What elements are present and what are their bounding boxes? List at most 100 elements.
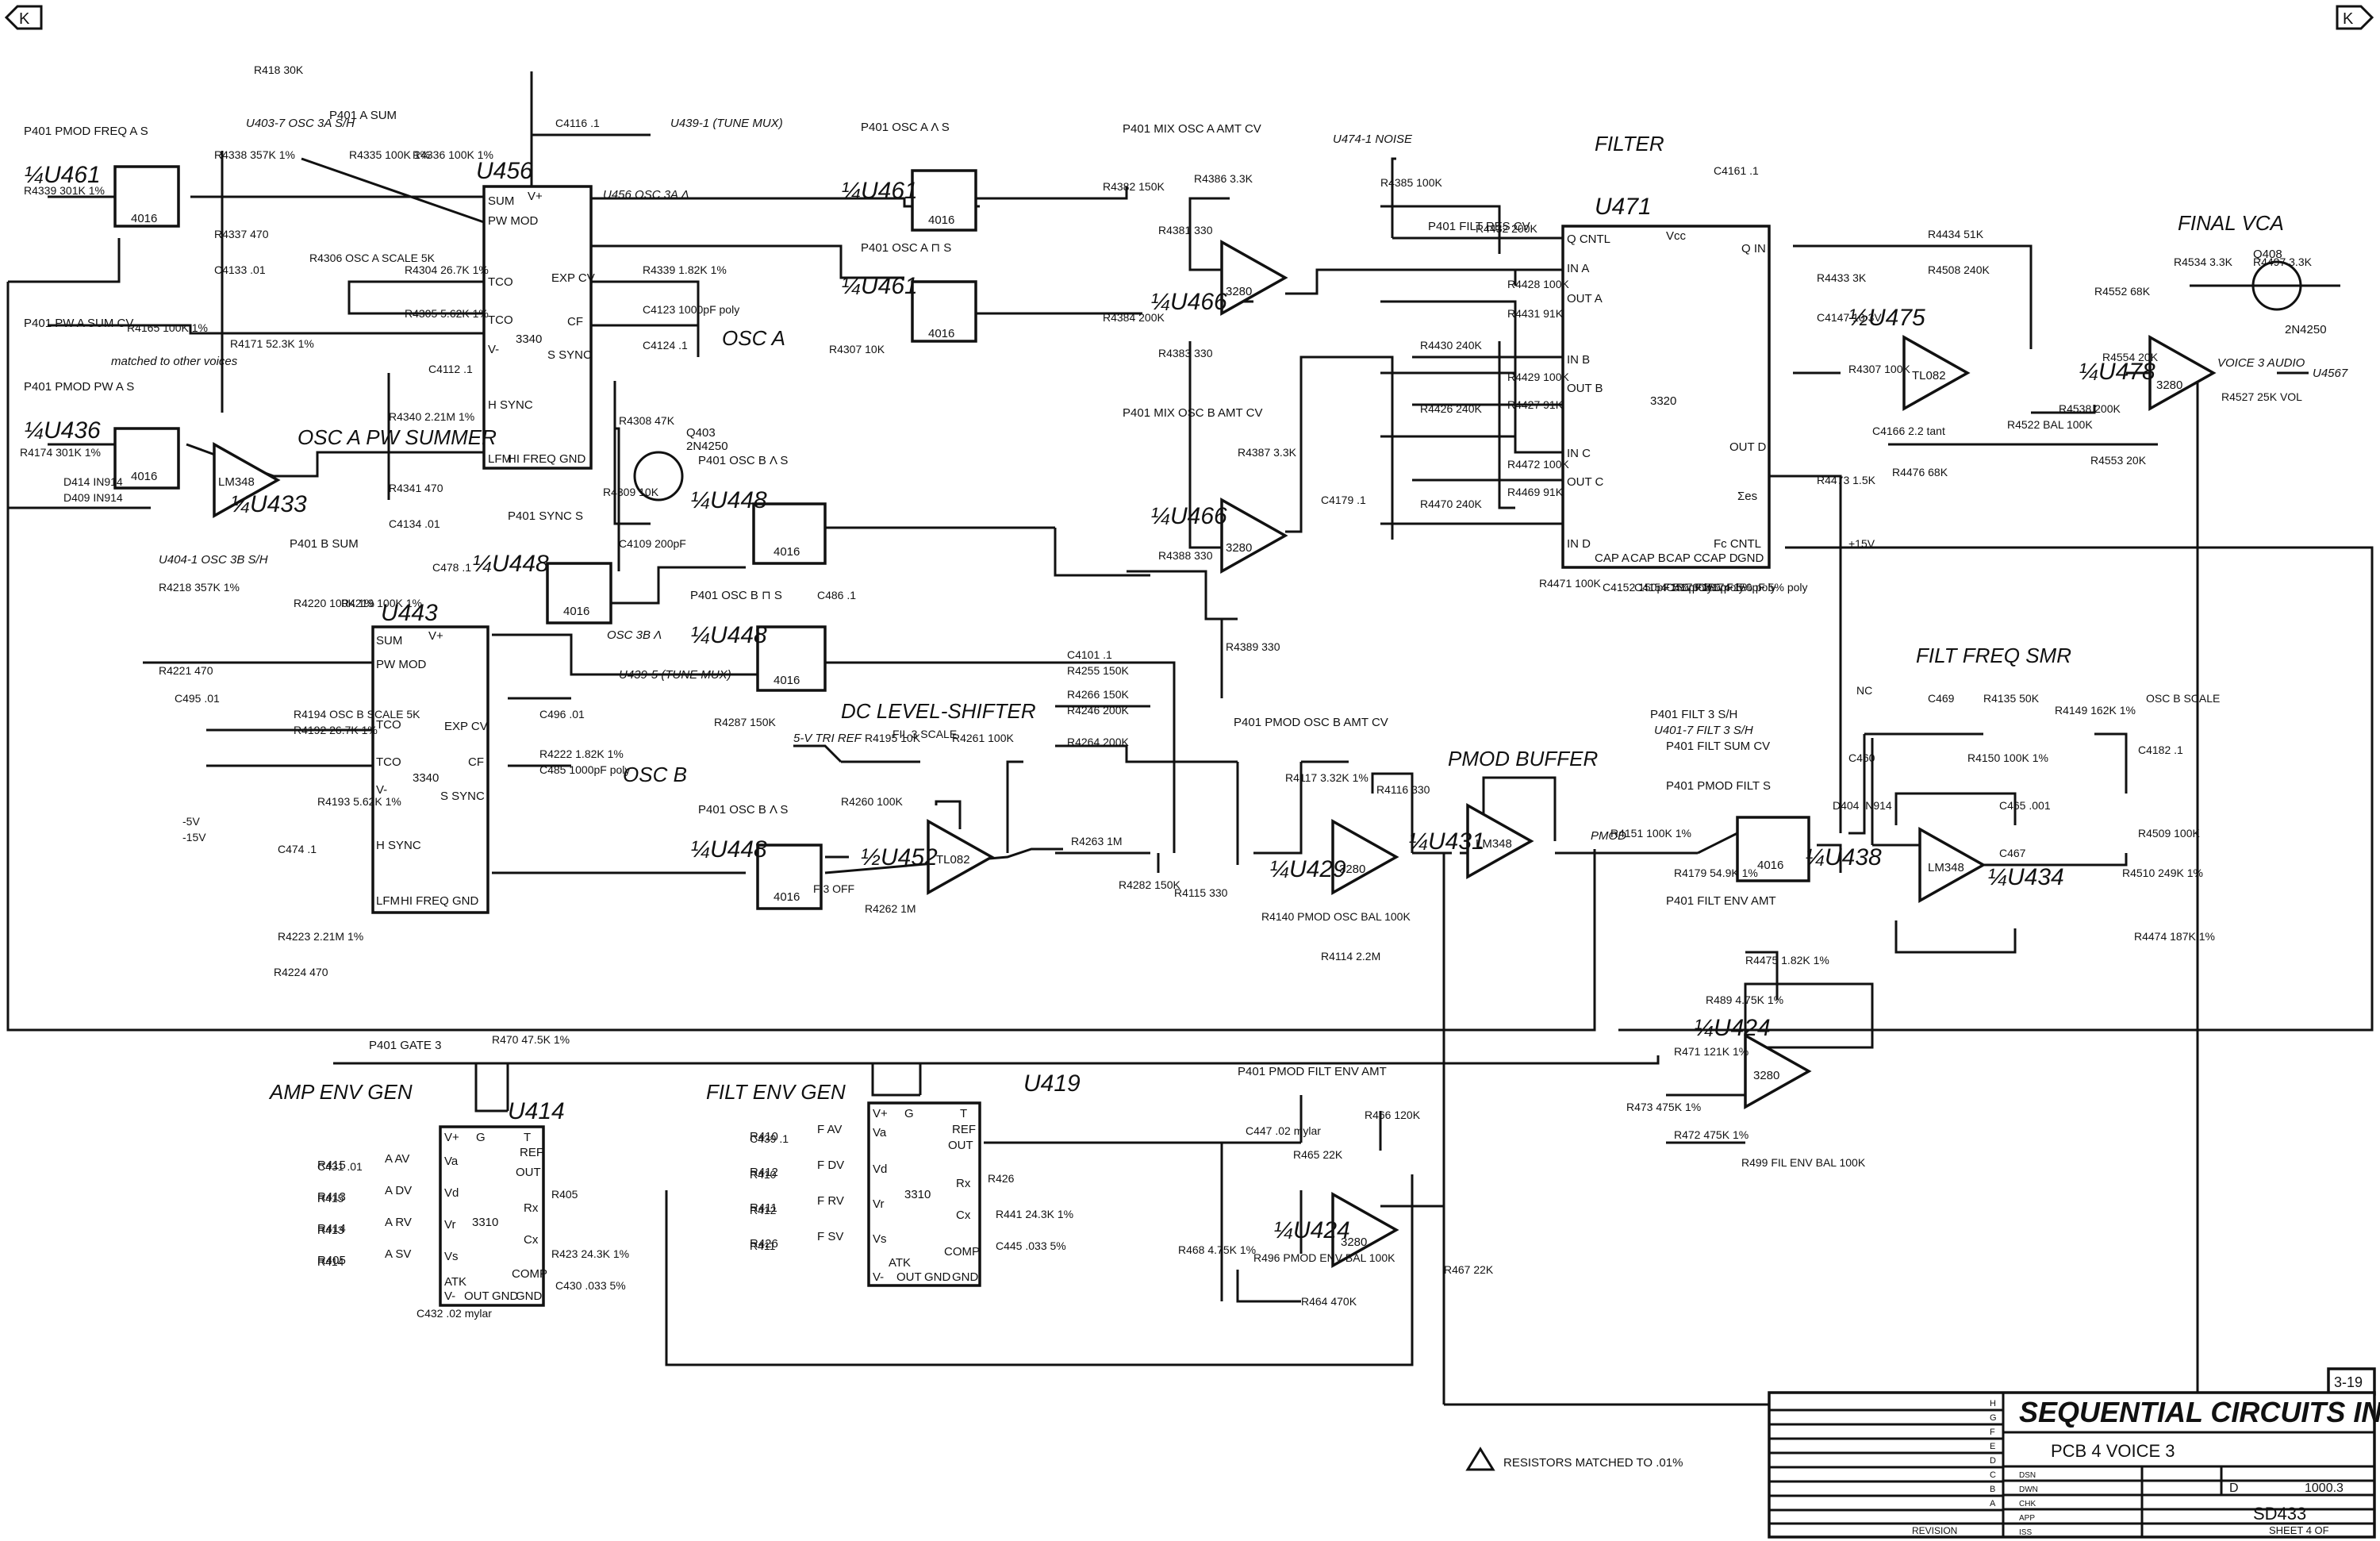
component-label: R4224 470 — [274, 966, 328, 978]
svg-text:COMP: COMP — [944, 1245, 980, 1259]
component-label: C478 .1 — [432, 561, 471, 574]
svg-text:LFM: LFM — [488, 452, 512, 466]
component-label: R4497 3.3K — [2253, 256, 2313, 268]
svg-text:Vd: Vd — [444, 1186, 459, 1200]
svg-text:HI FREQ: HI FREQ — [508, 452, 556, 466]
svg-text:¼U461: ¼U461 — [841, 273, 918, 299]
svg-text:R414: R414 — [317, 1222, 346, 1235]
component-label: C469 — [1928, 692, 1955, 705]
svg-text:GND: GND — [452, 894, 479, 908]
component-label: R4305 5.62K 1% — [405, 307, 489, 320]
svg-text:Vr: Vr — [444, 1218, 455, 1232]
component-label: R4255 150K — [1067, 664, 1130, 677]
svg-text:U439-5 (TUNE MUX): U439-5 (TUNE MUX) — [619, 668, 731, 682]
svg-text:P401 MIX OSC B AMT CV: P401 MIX OSC B AMT CV — [1123, 406, 1262, 420]
svg-text:P401 PMOD FILT ENV AMT: P401 PMOD FILT ENV AMT — [1238, 1065, 1387, 1078]
component-label: R4430 240K — [1420, 339, 1483, 352]
component-label: R4246 200K — [1067, 704, 1130, 717]
svg-text:3320: 3320 — [1650, 394, 1676, 408]
svg-text:OUT: OUT — [516, 1166, 541, 1179]
svg-text:¼U466: ¼U466 — [1150, 289, 1227, 315]
svg-text:¼U448: ¼U448 — [690, 836, 767, 863]
connector-labels: P401 PMOD FREQ A S P401 PW A SUM CV P401… — [24, 109, 1776, 1078]
component-label: R4339 301K 1% — [24, 184, 105, 197]
section-filt-freq-smr: FILT FREQ SMR — [1916, 644, 2071, 667]
component-label: R4306 OSC A SCALE 5K — [309, 252, 436, 264]
svg-text:U471: U471 — [1595, 194, 1652, 220]
component-label: R4219 100K 1% — [341, 597, 422, 609]
svg-text:EXP CV: EXP CV — [551, 271, 595, 285]
component-label: R4337 470 — [214, 228, 269, 240]
svg-text:CHK: CHK — [2019, 1500, 2036, 1508]
svg-text:4016: 4016 — [774, 890, 800, 904]
svg-text:3310: 3310 — [904, 1188, 931, 1201]
component-label: R4389 330 — [1226, 640, 1280, 653]
component-label: R4387 3.3K — [1238, 446, 1297, 459]
component-label: C447 .02 mylar — [1246, 1124, 1321, 1137]
component-label: R4115 330 — [1174, 886, 1228, 899]
svg-text:4016: 4016 — [928, 213, 954, 227]
component-label: R4179 54.9K 1% — [1674, 867, 1758, 879]
svg-text:U4567: U4567 — [2313, 367, 2348, 380]
svg-text:¼U461: ¼U461 — [841, 178, 918, 204]
svg-text:¼U461: ¼U461 — [24, 162, 101, 188]
svg-text:IN C: IN C — [1567, 447, 1591, 460]
svg-text:4016: 4016 — [774, 545, 800, 559]
svg-text:PMOD: PMOD — [1591, 829, 1626, 843]
component-label: R4336 100K 1% — [413, 148, 493, 161]
svg-text:P401 FILT RES CV: P401 FILT RES CV — [1428, 220, 1530, 233]
component-label: C432 .02 mylar — [416, 1307, 492, 1320]
svg-text:P401 PW A SUM CV: P401 PW A SUM CV — [24, 317, 133, 330]
svg-text:V+: V+ — [528, 190, 543, 203]
svg-text:¼U478: ¼U478 — [2079, 359, 2155, 385]
component-label: R4538 200K — [2059, 402, 2121, 415]
svg-text:GND: GND — [924, 1270, 951, 1284]
component-label: R4509 100K — [2138, 827, 2201, 840]
component-label: R418 30K — [254, 63, 304, 76]
component-label: R4193 5.62K 1% — [317, 795, 401, 808]
component-label: R4385 100K — [1380, 176, 1443, 189]
svg-text:Q CNTL: Q CNTL — [1567, 232, 1610, 246]
svg-text:U443: U443 — [381, 600, 438, 626]
svg-text:3280: 3280 — [1226, 285, 1252, 298]
svg-text:V-: V- — [873, 1270, 884, 1284]
svg-text:U474-1 NOISE: U474-1 NOISE — [1333, 133, 1413, 146]
component-label: R4309 10K — [603, 486, 659, 498]
component-label: R4192 26.7K 1% — [294, 724, 378, 736]
svg-text:4016: 4016 — [563, 605, 589, 618]
ic-u456-3340: U456 3340 SUM PW MOD TCO TCO V- H SYNC L… — [476, 158, 595, 470]
svg-text:F SV: F SV — [817, 1230, 843, 1243]
svg-text:¼U424: ¼U424 — [1273, 1217, 1350, 1243]
component-label: NC — [1856, 684, 1872, 697]
component-label: R467 22K — [1444, 1263, 1494, 1276]
net-labels: U439-1 (TUNE MUX) U439-5 (TUNE MUX) U474… — [111, 117, 2348, 843]
svg-text:Q403: Q403 — [686, 426, 716, 440]
component-label: R412 — [750, 1204, 777, 1216]
component-label: C4112 .1 — [428, 363, 473, 375]
component-label: R4469 91K — [1507, 486, 1564, 498]
svg-text:APP: APP — [2019, 1514, 2035, 1523]
component-label: C460 — [1848, 751, 1875, 764]
company-name: SEQUENTIAL CIRCUITS INC — [2019, 1396, 2380, 1428]
svg-text:5-V TRI REF: 5-V TRI REF — [793, 732, 862, 745]
component-label: R4335 100K 1% — [349, 148, 430, 161]
section-filt-env-gen: FILT ENV GEN — [706, 1080, 846, 1104]
svg-text:RESISTORS MATCHED TO .01%: RESISTORS MATCHED TO .01% — [1503, 1456, 1683, 1470]
svg-text:P401 PMOD PW A S: P401 PMOD PW A S — [24, 380, 134, 394]
svg-text:Cx: Cx — [524, 1233, 539, 1247]
svg-text:REVISION: REVISION — [1912, 1525, 1957, 1536]
svg-text:LFM: LFM — [376, 894, 400, 908]
svg-text:2N4250: 2N4250 — [686, 440, 728, 453]
svg-text:P401 PMOD FILT S: P401 PMOD FILT S — [1666, 779, 1771, 793]
svg-text:4016: 4016 — [928, 327, 954, 340]
svg-text:S SYNC: S SYNC — [547, 348, 592, 362]
svg-text:P401 FILT 3 S/H: P401 FILT 3 S/H — [1650, 708, 1737, 721]
svg-text:P401 PMOD FREQ A S: P401 PMOD FREQ A S — [24, 125, 148, 138]
svg-text:A RV: A RV — [385, 1216, 412, 1229]
